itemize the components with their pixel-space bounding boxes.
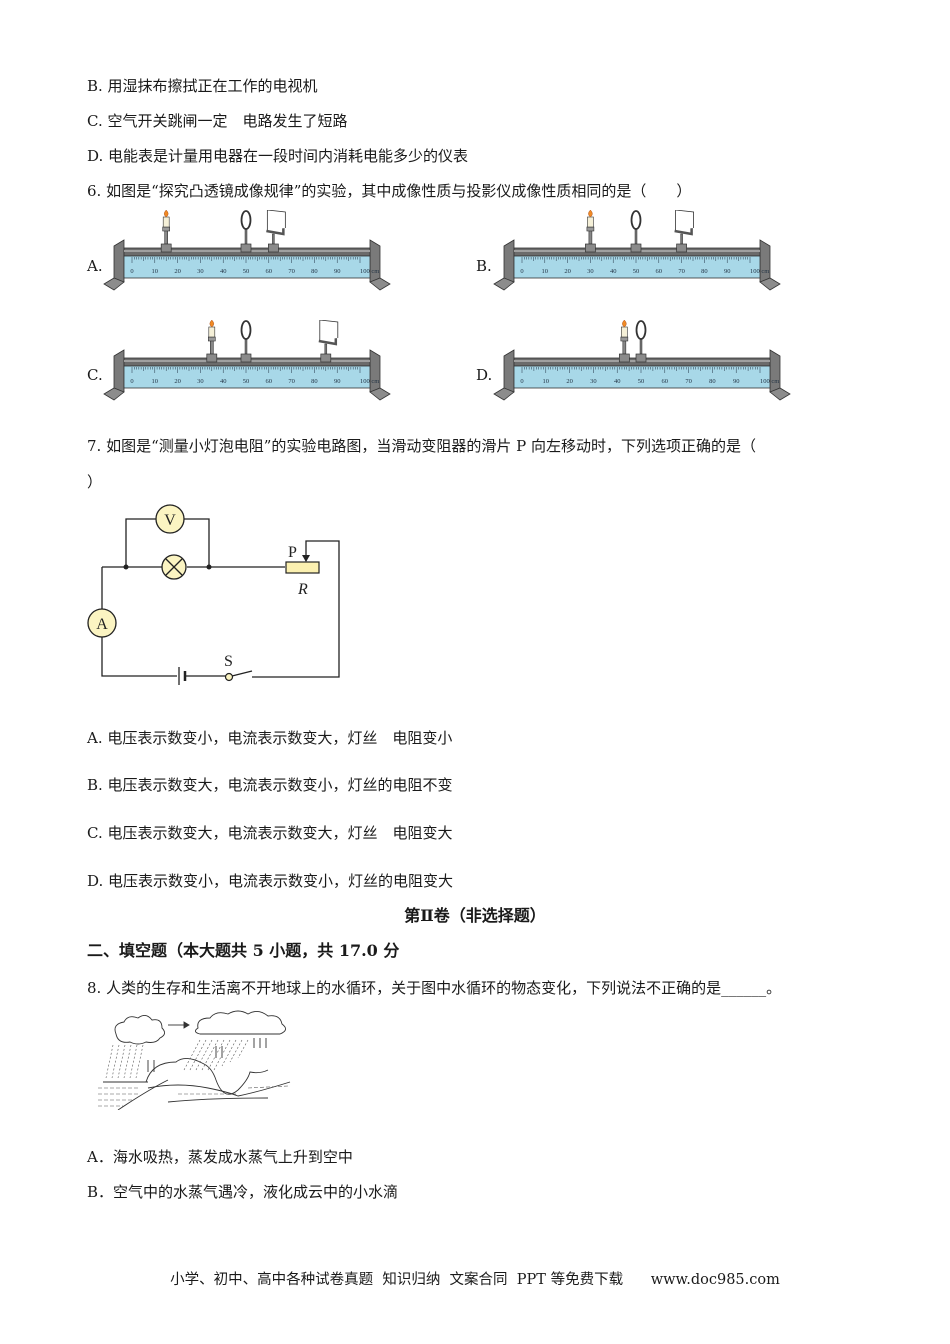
q8-stem: 8. 人类的生存和生活离不开地球上的水循环，关于图中水循环的物态变化，下列说法不…: [87, 979, 782, 997]
svg-text:40: 40: [220, 268, 227, 275]
svg-text:60: 60: [656, 268, 663, 275]
svg-text:80: 80: [311, 268, 318, 275]
svg-text:0: 0: [130, 268, 133, 275]
q7-option-a: A. 电压表示数变小，电流表示数变大，灯丝 电阻变小: [87, 729, 453, 747]
svg-text:50: 50: [243, 378, 250, 385]
rheostat-r-label: R: [297, 581, 308, 598]
water-cycle-diagram: [98, 1010, 291, 1110]
svg-text:A: A: [96, 616, 108, 633]
q8-option-a: A．海水吸热，蒸发成水蒸气上升到空中: [87, 1148, 353, 1166]
section-heading: 二、填空题（本大题共 5 小题，共 17.0 分: [87, 941, 400, 960]
q7-option-c: C. 电压表示数变大，电流表示数变大，灯丝 电阻变大: [87, 824, 453, 842]
q6-option-b-label: B.: [476, 257, 492, 275]
svg-text:80: 80: [311, 378, 318, 385]
optical-bench-d: 0 10 20 30 40 50 60 70 80 90 100 cm: [493, 320, 791, 401]
q6-option-c-label: C.: [87, 366, 103, 384]
q5-option-b: B. 用湿抹布擦拭正在工作的电视机: [87, 77, 318, 95]
voltmeter-icon: V: [155, 504, 185, 534]
svg-text:60: 60: [266, 268, 273, 275]
q5-option-d: D. 电能表是计量用电器在一段时间内消耗电能多少的仪表: [87, 147, 469, 165]
q7-stem-line1: 7. 如图是“测量小灯泡电阻”的实验电路图，当滑动变阻器的滑片 P 向左移动时，…: [87, 437, 757, 455]
switch-s-label: S: [224, 653, 233, 670]
svg-text:50: 50: [633, 268, 640, 275]
optical-bench-a: 0 10 20 30 40 50 60 70 80 90 100 cm: [103, 210, 391, 291]
svg-text:70: 70: [678, 268, 685, 275]
svg-text:100 cm: 100 cm: [360, 268, 379, 275]
q7-option-b: B. 电压表示数变大，电流表示数变小，灯丝的电阻不变: [87, 776, 453, 794]
svg-text:10: 10: [152, 268, 159, 275]
svg-text:70: 70: [288, 268, 295, 275]
battery-icon: [178, 667, 187, 685]
svg-text:40: 40: [610, 268, 617, 275]
svg-text:20: 20: [174, 378, 181, 385]
svg-text:0: 0: [520, 378, 523, 385]
svg-text:10: 10: [152, 378, 159, 385]
optical-bench-b: 0 10 20 30 40 50 60 70 80 90 100 cm: [493, 210, 781, 291]
page-footer: 小学、初中、高中各种试卷真题 知识归纳 文案合同 PPT 等免费下载 www.d…: [170, 1272, 780, 1288]
optical-bench-c: 0 10 20 30 40 50 60 70 80 90 100 cm: [103, 320, 391, 401]
svg-text:30: 30: [587, 268, 594, 275]
svg-text:20: 20: [174, 268, 181, 275]
svg-text:100 cm: 100 cm: [750, 268, 769, 275]
rheostat-icon: P R: [285, 544, 320, 598]
svg-text:60: 60: [266, 378, 273, 385]
svg-text:80: 80: [709, 378, 716, 385]
svg-text:30: 30: [197, 268, 204, 275]
svg-text:90: 90: [334, 268, 341, 275]
svg-text:100 cm: 100 cm: [360, 378, 379, 385]
svg-text:V: V: [164, 512, 176, 529]
q6-stem: 6. 如图是“探究凸透镜成像规律”的实验，其中成像性质与投影仪成像性质相同的是（…: [87, 182, 692, 200]
svg-text:0: 0: [130, 378, 133, 385]
q6-option-d-label: D.: [476, 366, 493, 384]
svg-text:70: 70: [685, 378, 692, 385]
q8-option-b: B．空气中的水蒸气遇冷，液化成云中的小水滴: [87, 1183, 399, 1201]
svg-text:40: 40: [220, 378, 227, 385]
junction-dot: [123, 564, 129, 570]
svg-text:30: 30: [197, 378, 204, 385]
lamp-icon: [161, 554, 187, 580]
svg-text:50: 50: [638, 378, 645, 385]
svg-text:60: 60: [662, 378, 669, 385]
svg-text:90: 90: [334, 378, 341, 385]
svg-text:0: 0: [520, 268, 523, 275]
svg-text:50: 50: [243, 268, 250, 275]
svg-text:90: 90: [733, 378, 740, 385]
volume-title: 第Ⅱ卷（非选择题）: [404, 906, 546, 925]
svg-text:40: 40: [614, 378, 621, 385]
svg-text:90: 90: [724, 268, 731, 275]
svg-text:20: 20: [564, 268, 571, 275]
svg-text:20: 20: [566, 378, 573, 385]
svg-text:80: 80: [701, 268, 708, 275]
q7-option-d: D. 电压表示数变小，电流表示数变小，灯丝的电阻变大: [87, 872, 454, 890]
ammeter-icon: A: [87, 608, 117, 638]
circuit-diagram: V P R A S: [87, 504, 340, 685]
svg-text:10: 10: [543, 378, 550, 385]
svg-text:100 cm: 100 cm: [760, 378, 779, 385]
svg-text:30: 30: [590, 378, 597, 385]
switch-icon: S: [224, 653, 234, 682]
slider-p-label: P: [288, 544, 297, 561]
junction-dot: [206, 564, 212, 570]
q5-option-c: C. 空气开关跳闸一定 电路发生了短路: [87, 112, 348, 130]
svg-text:70: 70: [288, 378, 295, 385]
svg-text:10: 10: [542, 268, 549, 275]
q6-option-a-label: A.: [87, 257, 103, 275]
q7-stem-line2: ）: [87, 473, 103, 491]
